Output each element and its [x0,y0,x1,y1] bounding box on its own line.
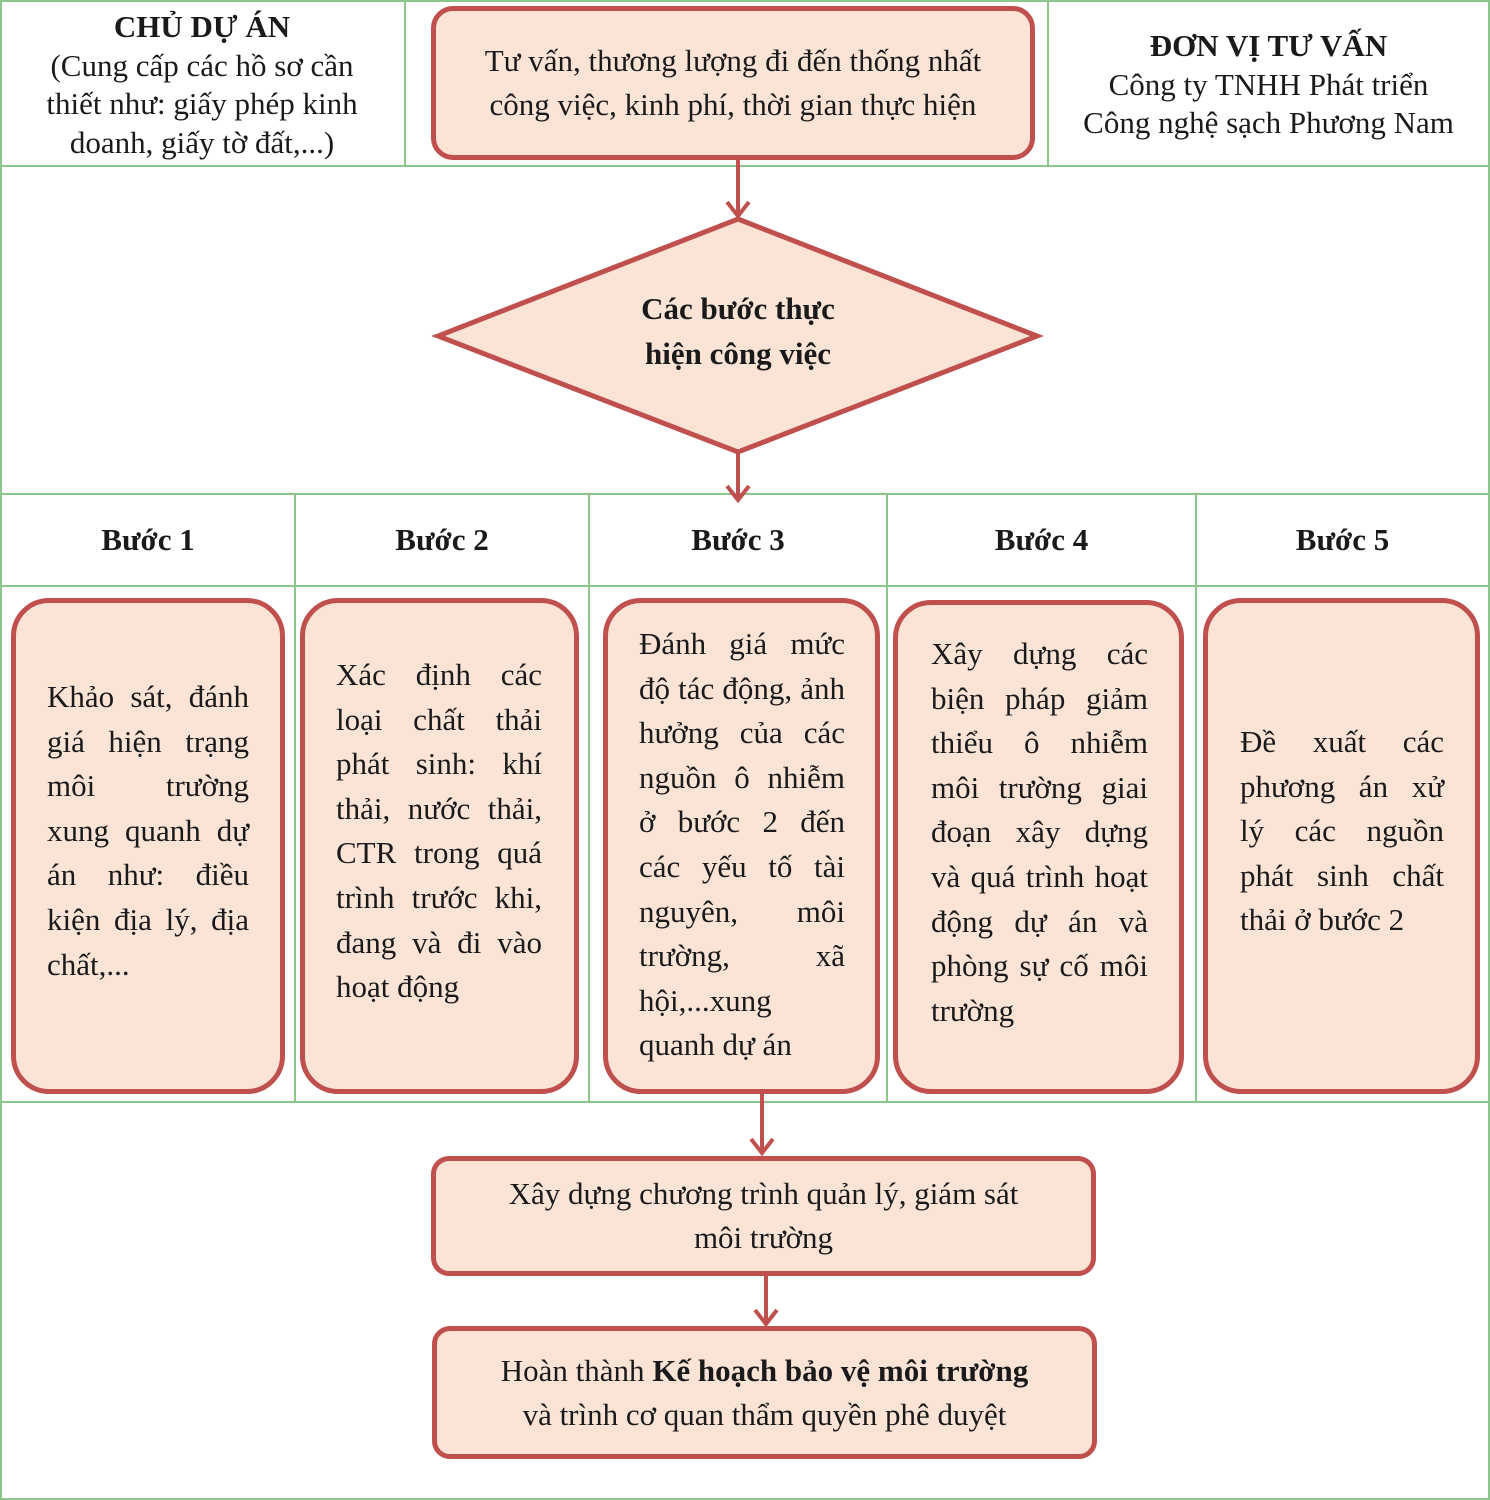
consulting-line: Tư vấn, thương lượng đi đến thống nhất [484,43,982,78]
arrow-head [753,1308,779,1328]
grid-row-line-4 [0,1101,1490,1103]
final-line-1: Hoàn thành Kế hoạch bảo vệ môi trường [501,1349,1028,1393]
arrow-head [749,1137,775,1157]
grid-col-line-step-1 [294,494,296,1102]
consultant-title: ĐƠN VỊ TƯ VẤN [1149,28,1388,63]
final-line-2: và trình cơ quan thẩm quyền phê duyệt [522,1396,1007,1432]
grid-outer-left [0,0,2,1500]
grid-col-line-header-right [1047,0,1049,166]
grid-col-line-step-3 [886,494,888,1102]
grid-row-line-1 [0,165,1490,167]
decision-label: Các bước thực hiện công việc [538,286,938,376]
grid-outer-top [0,0,1490,2]
grid-col-line-header-left [404,0,406,166]
step-2-box [300,598,579,1094]
decision-line: hiện công việc [645,336,831,371]
grid-col-line-step-4 [1195,494,1197,1102]
consultant-cell: ĐƠN VỊ TƯ VẤN Công ty TNHH Phát triển Cô… [1049,27,1488,143]
final-plan-title: Kế hoạch bảo vệ môi trường [652,1352,1029,1388]
step-4-text: Xây dựng các biện pháp giảm thiểu ô nhiễ… [931,636,1148,1028]
step-5-box [1203,598,1480,1094]
monitoring-program-box: Xây dựng chương trình quản lý, giám sát … [431,1156,1096,1276]
step-4-header: Bước 4 [994,522,1089,557]
grid-col-line-step-2 [588,494,590,1102]
grid-outer-bottom [0,1498,1490,1500]
step-4-box [893,600,1184,1094]
step-1-text: Khảo sát, đánh giá hiện trạng môi trường… [47,679,249,982]
consulting-negotiation-box: Tư vấn, thương lượng đi đến thống nhất c… [431,6,1035,160]
project-owner-line: doanh, giấy tờ đất,...) [69,124,335,160]
project-owner-cell: CHỦ DỰ ÁN (Cung cấp các hồ sơ cần thiết … [2,8,402,162]
consultant-line: Công ty TNHH Phát triển [1108,66,1429,102]
consulting-line: công việc, kinh phí, thời gian thực hiện [489,87,977,122]
step-2-header: Bước 2 [395,522,489,557]
step-1-box [11,598,285,1094]
grid-row-line-3 [0,585,1490,587]
arrow-head [725,200,751,220]
final-plan-box: Hoàn thành Kế hoạch bảo vệ môi trường và… [432,1326,1097,1459]
project-owner-title: CHỦ DỰ ÁN [113,9,291,44]
decision-line: Các bước thực [641,291,835,326]
consultant-line: Công nghệ sạch Phương Nam [1083,105,1454,140]
final-prefix: Hoàn thành [500,1352,653,1388]
step-3-text: Đánh giá mức độ tác động, ảnh hưởng của … [639,626,845,1063]
step-3-box [603,598,880,1094]
monitoring-line: môi trường [693,1220,834,1255]
step-3-header: Bước 3 [691,522,785,557]
arrow-head [725,484,751,504]
step-5-header: Bước 5 [1295,522,1390,557]
step-1-header: Bước 1 [101,522,195,557]
grid-outer-right [1488,0,1490,1500]
step-2-text: Xác định các loại chất thải phát sinh: k… [336,657,542,1005]
project-owner-line: (Cung cấp các hồ sơ cần [50,47,354,83]
project-owner-line: thiết như: giấy phép kinh [46,86,358,121]
step-5-text: Đề xuất các phương án xử lý các nguồn ph… [1240,724,1444,938]
monitoring-line: Xây dựng chương trình quản lý, giám sát [508,1176,1019,1211]
